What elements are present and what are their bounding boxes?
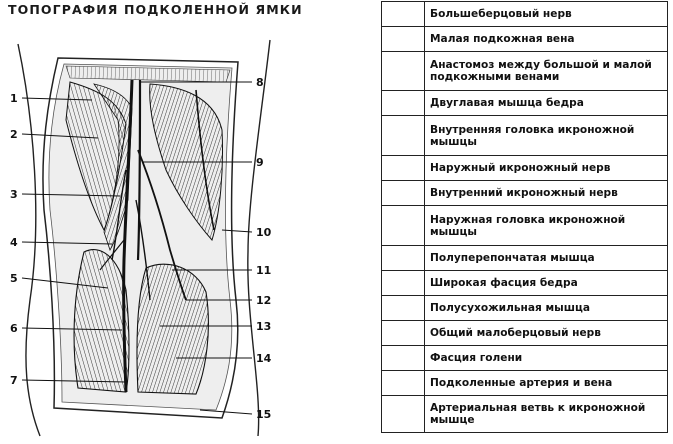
legend-row: Внутренняя головка икроножной мышцы	[381, 115, 668, 156]
legend-row: Большеберцовый нерв	[381, 1, 668, 27]
figure-label-9: 9	[256, 156, 264, 169]
legend-row: Широкая фасция бедра	[381, 270, 668, 296]
legend-text: Наружный икроножный нерв	[424, 155, 668, 181]
leg-outline	[17, 39, 271, 437]
legend-row: Полуперепончатая мышца	[381, 245, 668, 271]
legend-row: Наружный икроножный нерв	[381, 155, 668, 181]
legend-index-cell	[381, 180, 425, 206]
popliteal-fossa-drawing: 1 2 3 4 5 6 7 8 9 10 11 12 13 14 15	[10, 39, 272, 437]
figure-label-1: 1	[10, 92, 18, 105]
legend-index-cell	[381, 155, 425, 181]
legend-index-cell	[381, 395, 425, 433]
legend-row: Наружная головка икроножной мышцы	[381, 205, 668, 246]
legend-text: Наружная головка икроножной мышцы	[424, 205, 668, 246]
legend-text: Подколенные артерия и вена	[424, 370, 668, 396]
figure-label-10: 10	[256, 226, 272, 239]
leader-lines	[21, 81, 253, 415]
legend-text: Малая подкожная вена	[424, 26, 668, 52]
legend-text: Общий малоберцовый нерв	[424, 320, 668, 346]
legend-index-cell	[381, 115, 425, 156]
legend-index-cell	[381, 320, 425, 346]
legend-row: Внутренний икроножный нерв	[381, 180, 668, 206]
legend-row: Подколенные артерия и вена	[381, 370, 668, 396]
neurovascular-bundle	[99, 79, 215, 393]
legend-index-cell	[381, 295, 425, 321]
legend-text: Полуперепончатая мышца	[424, 245, 668, 271]
figure-label-2: 2	[10, 128, 18, 141]
legend-row: Малая подкожная вена	[381, 26, 668, 52]
figure-label-4: 4	[10, 236, 18, 249]
figure-label-8: 8	[256, 76, 264, 89]
legend-text: Артериальная ветвь к икроножной мышце	[424, 395, 668, 433]
figure-label-11: 11	[256, 264, 271, 277]
legend-row: Общий малоберцовый нерв	[381, 320, 668, 346]
legend-text: Внутренняя головка икроножной мышцы	[424, 115, 668, 156]
legend-text: Внутренний икроножный нерв	[424, 180, 668, 206]
figure-label-6: 6	[10, 322, 18, 335]
legend-text: Полусухожильная мышца	[424, 295, 668, 321]
figure-label-13: 13	[256, 320, 271, 333]
figure-label-12: 12	[256, 294, 271, 307]
figure-label-7: 7	[10, 374, 18, 387]
anatomy-illustration: 1 2 3 4 5 6 7 8 9 10 11 12 13 14 15	[0, 20, 300, 444]
legend-row: Двуглавая мышца бедра	[381, 90, 668, 116]
legend-index-cell	[381, 345, 425, 371]
legend-row: Полусухожильная мышца	[381, 295, 668, 321]
figure-title: ТОПОГРАФИЯ ПОДКОЛЕННОЙ ЯМКИ	[8, 2, 303, 17]
figure-label-15: 15	[256, 408, 271, 421]
legend-text: Фасция голени	[424, 345, 668, 371]
figure-label-5: 5	[10, 272, 18, 285]
legend-text: Анастомоз между большой и малой подкожны…	[424, 51, 668, 91]
legend-text: Широкая фасция бедра	[424, 270, 668, 296]
legend-index-cell	[381, 270, 425, 296]
legend-index-cell	[381, 90, 425, 116]
semimembranosus-muscle	[93, 83, 133, 251]
legend-row: Анастомоз между большой и малой подкожны…	[381, 51, 668, 91]
legend-row: Фасция голени	[381, 345, 668, 371]
legend-index-cell	[381, 205, 425, 246]
legend-text: Двуглавая мышца бедра	[424, 90, 668, 116]
legend-row: Артериальная ветвь к икроножной мышце	[381, 395, 668, 433]
legend-index-cell	[381, 1, 425, 27]
legend-text: Большеберцовый нерв	[424, 1, 668, 27]
legend-table: Большеберцовый нерв Малая подкожная вена…	[381, 1, 668, 433]
figure-label-3: 3	[10, 188, 18, 201]
legend-index-cell	[381, 51, 425, 91]
legend-index-cell	[381, 370, 425, 396]
legend-index-cell	[381, 26, 425, 52]
lateral-gastrocnemius-head	[136, 263, 209, 395]
legend-index-cell	[381, 245, 425, 271]
figure-label-14: 14	[256, 352, 272, 365]
